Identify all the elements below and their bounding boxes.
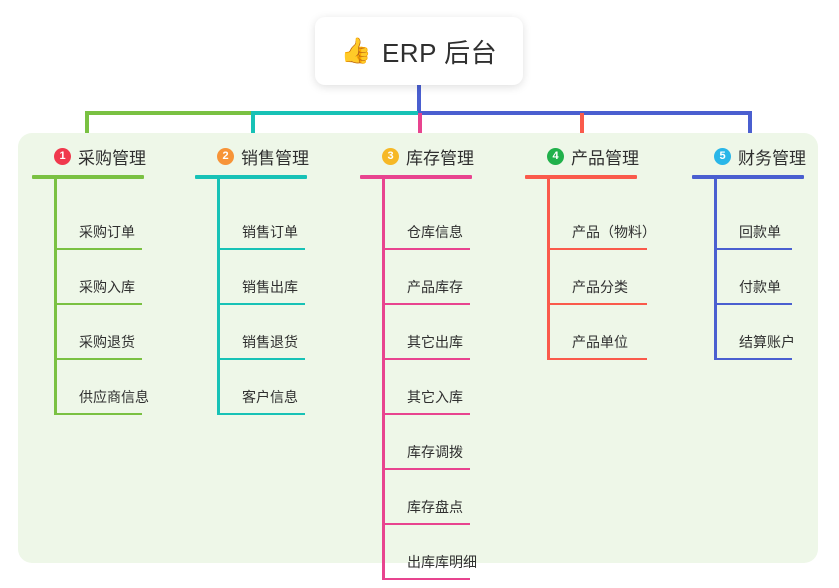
root-node[interactable]: 👍 ERP 后台 xyxy=(315,17,523,85)
branch-number-badge: 1 xyxy=(54,147,71,165)
branch-header-2[interactable]: 2 销售管理 xyxy=(195,143,309,169)
branch-leaf-label: 采购入库 xyxy=(79,279,135,295)
branch-number-badge: 4 xyxy=(547,147,564,165)
branch-number-badge: 5 xyxy=(714,147,731,165)
branch-title-underline xyxy=(360,175,472,179)
branch-title: 产品管理 xyxy=(571,148,639,168)
branch-title: 销售管理 xyxy=(241,148,309,168)
branch-leaf-underline xyxy=(547,303,647,305)
branch-leaf-underline xyxy=(382,413,470,415)
connector-drop-3 xyxy=(418,113,422,141)
branch-leaf-underline xyxy=(54,413,142,415)
branch-leaf-underline xyxy=(217,303,305,305)
branch-leaf-underline xyxy=(714,358,792,360)
branch-title: 库存管理 xyxy=(406,148,474,168)
connector-drop-2 xyxy=(251,113,255,141)
branch-leaf-label: 回款单 xyxy=(739,224,781,240)
branch-number-badge: 2 xyxy=(217,147,234,165)
branch-leaf-underline xyxy=(382,578,470,580)
branch-spine xyxy=(547,179,550,358)
branch-leaf-label: 产品单位 xyxy=(572,334,628,350)
branch-leaf-label: 产品库存 xyxy=(407,279,463,295)
branch-title-underline xyxy=(32,175,144,179)
branch-leaf-label: 客户信息 xyxy=(242,389,298,405)
branch-column-3: 3 库存管理仓库信息产品库存其它出库其它入库库存调拨库存盘点出库库明细 xyxy=(360,143,477,580)
branch-leaf-label: 采购退货 xyxy=(79,334,135,350)
branch-leaf-underline xyxy=(382,468,470,470)
branch-leaf-underline xyxy=(54,358,142,360)
branch-title-underline xyxy=(195,175,307,179)
branch-leaf-underline xyxy=(547,248,647,250)
branch-column-2: 2 销售管理销售订单销售出库销售退货客户信息 xyxy=(195,143,309,415)
branch-spine xyxy=(217,179,220,413)
branch-leaf-label: 仓库信息 xyxy=(407,224,463,240)
branch-title-underline xyxy=(692,175,804,179)
branch-spine xyxy=(382,179,385,578)
branch-leaf-underline xyxy=(54,248,142,250)
branch-leaf-label: 结算账户 xyxy=(739,334,795,350)
branch-leaf-label: 付款单 xyxy=(739,279,781,295)
branch-leaf-label: 其它出库 xyxy=(407,334,463,350)
branch-column-4: 4 产品管理产品（物料） 产品分类产品单位 xyxy=(525,143,656,360)
branch-leaf-label: 库存调拨 xyxy=(407,444,463,460)
branch-header-5[interactable]: 5 财务管理 xyxy=(692,143,806,169)
connector-drop-1 xyxy=(85,113,89,141)
connector-horizontal-segment-3 xyxy=(418,111,752,115)
branch-leaf-label: 产品分类 xyxy=(572,279,628,295)
branch-leaf-label: 销售订单 xyxy=(242,224,298,240)
connector-horizontal-segment-1 xyxy=(85,111,251,115)
connector-horizontal-segment-2 xyxy=(251,111,418,115)
connector-root-stem xyxy=(417,78,421,115)
branch-title: 财务管理 xyxy=(738,148,806,168)
branch-spine xyxy=(54,179,57,413)
thumbs-up-icon: 👍 xyxy=(340,36,372,65)
branch-leaf-underline xyxy=(714,248,792,250)
connector-drop-4 xyxy=(580,113,584,141)
branch-spine xyxy=(714,179,717,358)
branch-leaf-underline xyxy=(382,358,470,360)
branches-panel: 1 采购管理采购订单采购入库采购退货供应商信息 2 销售管理销售订单销售出库销售退货客… xyxy=(18,133,818,580)
branch-leaf-label: 销售退货 xyxy=(242,334,298,350)
branch-leaf-label: 供应商信息 xyxy=(79,389,149,405)
branch-leaf-underline xyxy=(217,248,305,250)
branch-number-badge: 3 xyxy=(382,147,399,165)
branch-leaf-underline xyxy=(382,248,470,250)
branch-leaf-underline xyxy=(382,523,470,525)
branch-header-4[interactable]: 4 产品管理 xyxy=(525,143,639,169)
branch-leaf-underline xyxy=(54,303,142,305)
connector-drop-5 xyxy=(748,113,752,141)
root-title: ERP 后台 xyxy=(381,37,498,68)
branch-leaf-underline xyxy=(382,303,470,305)
branch-leaf-underline xyxy=(547,358,647,360)
branch-leaf-label: 其它入库 xyxy=(407,389,463,405)
branch-leaf-underline xyxy=(217,413,305,415)
branch-leaf-label: 出库库明细 xyxy=(407,554,477,570)
branch-leaf-label: 产品（物料） xyxy=(572,224,656,240)
branch-leaf-label: 销售出库 xyxy=(242,279,298,295)
branch-header-3[interactable]: 3 库存管理 xyxy=(360,143,474,169)
branch-title: 采购管理 xyxy=(78,148,146,168)
branch-title-underline xyxy=(525,175,637,179)
branch-column-5: 5 财务管理回款单付款单结算账户 xyxy=(692,143,806,360)
branch-leaf-label: 库存盘点 xyxy=(407,499,463,515)
branch-leaf-label: 采购订单 xyxy=(79,224,135,240)
branch-leaf-underline xyxy=(217,358,305,360)
branch-leaf-underline xyxy=(714,303,792,305)
branch-header-1[interactable]: 1 采购管理 xyxy=(32,143,146,169)
branch-column-1: 1 采购管理采购订单采购入库采购退货供应商信息 xyxy=(32,143,149,415)
